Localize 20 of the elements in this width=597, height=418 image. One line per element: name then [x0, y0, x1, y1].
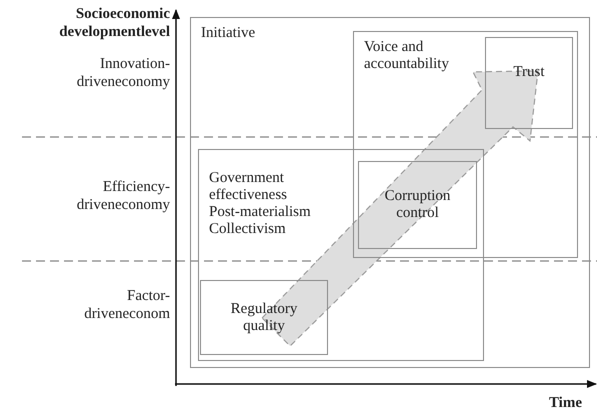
box-label: Regulatory quality — [230, 300, 298, 334]
axis-title: Time — [548, 394, 582, 412]
concept-box — [200, 280, 328, 355]
concept-box — [358, 161, 477, 249]
outer-frame — [190, 17, 590, 368]
group-item: Post-materialism — [209, 204, 312, 221]
group-item: Collectivism — [209, 221, 287, 238]
group-title: Initiative — [201, 25, 256, 42]
axis-title: Socioeconomic developmentlevel — [58, 5, 170, 41]
band-label: Innovation-driveneconomy — [76, 55, 170, 91]
concept-box — [485, 37, 573, 129]
box-label: Trust — [512, 64, 546, 81]
group-box — [198, 149, 484, 361]
band-label: Efficiency-driveneconomy — [76, 178, 170, 214]
box-label: Corruption control — [384, 188, 452, 222]
group-item: Government effectiveness — [209, 170, 288, 204]
broad-arrow — [261, 70, 539, 347]
group-box — [353, 31, 578, 258]
band-label: Factor-driveneconom — [83, 287, 170, 323]
group-title: Voice and accountability — [364, 39, 450, 73]
